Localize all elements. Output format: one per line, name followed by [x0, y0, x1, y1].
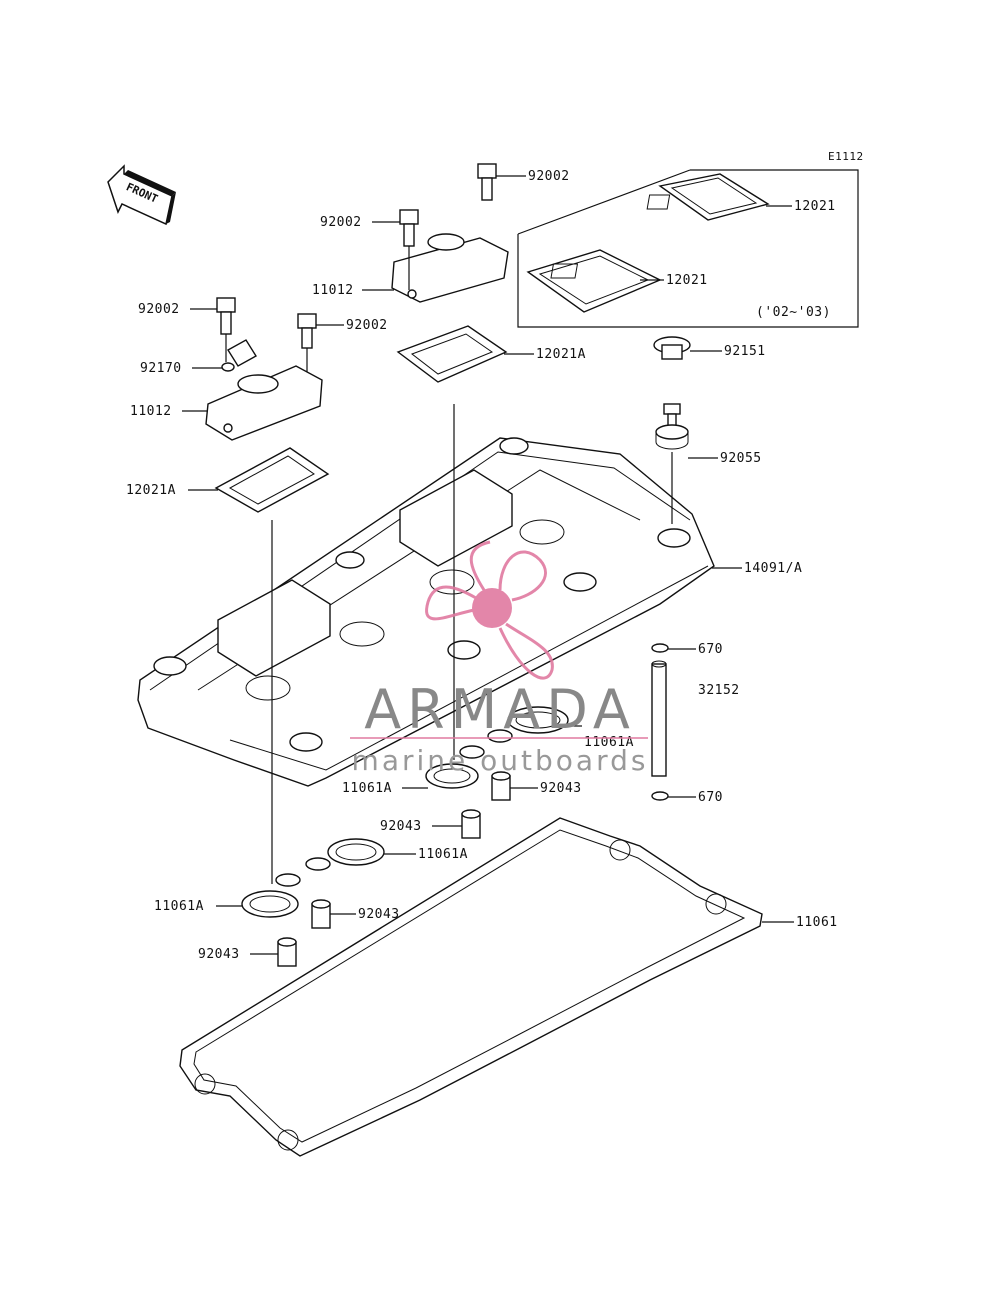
- part-label-12021: 12021: [666, 273, 708, 288]
- gasket-11061: [179, 817, 763, 1157]
- washer-92170: [221, 339, 257, 372]
- bolt-92002-top: [477, 163, 497, 201]
- diagram-code: E1112: [828, 150, 864, 163]
- part-label-14091/A: 14091/A: [744, 561, 802, 576]
- oring-670-bottom: [651, 791, 669, 801]
- seal-11061A-right: [487, 706, 569, 743]
- part-label-11061: 11061: [796, 915, 838, 930]
- part-label-92002: 92002: [528, 169, 570, 184]
- part-label-12021A: 12021A: [126, 483, 176, 498]
- gasket-12021A-lower: [214, 447, 330, 513]
- bolt-92002-left: [216, 297, 236, 335]
- part-label-92151: 92151: [724, 344, 766, 359]
- part-label-11061A: 11061A: [418, 847, 468, 862]
- seal-11061A-lower-right: [305, 838, 385, 871]
- part-label-92043: 92043: [540, 781, 582, 796]
- propeller-logo-icon: [425, 540, 554, 680]
- year-note: ('02~'03): [756, 305, 831, 320]
- part-labels: 92002 92002 11012 92002 92002 92170 11012 12021…: [126, 169, 838, 962]
- part-label-92002: 92002: [320, 215, 362, 230]
- part-label-92043: 92043: [380, 819, 422, 834]
- part-label-92002: 92002: [346, 318, 388, 333]
- part-label-12021A: 12021A: [536, 347, 586, 362]
- watermark-brand: ARMADA: [364, 678, 636, 741]
- dowel-92043-2: [461, 809, 481, 839]
- gasket-12021-lower: [526, 249, 662, 313]
- oring-670-top: [651, 643, 669, 653]
- part-label-11012: 11012: [312, 283, 354, 298]
- seal-11061A-lower-left: [241, 873, 301, 918]
- part-label-92043: 92043: [198, 947, 240, 962]
- year-box: [517, 169, 859, 328]
- gasket-12021A-upper: [396, 325, 508, 383]
- part-label-92043: 92043: [358, 907, 400, 922]
- pipe-32152: [651, 660, 667, 777]
- dowel-92043-3: [311, 899, 331, 929]
- part-label-11061A: 11061A: [342, 781, 392, 796]
- cover-11012-lower: [205, 365, 323, 441]
- part-label-12021: 12021: [794, 199, 836, 214]
- part-label-92002: 92002: [138, 302, 180, 317]
- watermark-tagline: marine outboards: [352, 744, 649, 777]
- part-label-11061A: 11061A: [154, 899, 204, 914]
- seal-11061A-center: [425, 745, 485, 789]
- part-label-92055: 92055: [720, 451, 762, 466]
- part-label-92170: 92170: [140, 361, 182, 376]
- part-label-32152: 32152: [698, 683, 740, 698]
- grommet-92055: [655, 403, 689, 450]
- part-label-670: 670: [698, 790, 723, 805]
- part-label-11012: 11012: [130, 404, 172, 419]
- bolt-92002-second: [297, 313, 317, 349]
- cap-92151: [653, 336, 691, 360]
- armada-watermark: ARMADA marine outboards: [350, 540, 649, 777]
- front-arrow-icon: FRONT: [107, 164, 176, 226]
- dowel-92043-4: [277, 937, 297, 967]
- cover-11012-upper: [391, 233, 509, 303]
- bolt-92002-mid: [399, 209, 419, 247]
- part-label-670: 670: [698, 642, 723, 657]
- gasket-12021-upper: [646, 173, 770, 221]
